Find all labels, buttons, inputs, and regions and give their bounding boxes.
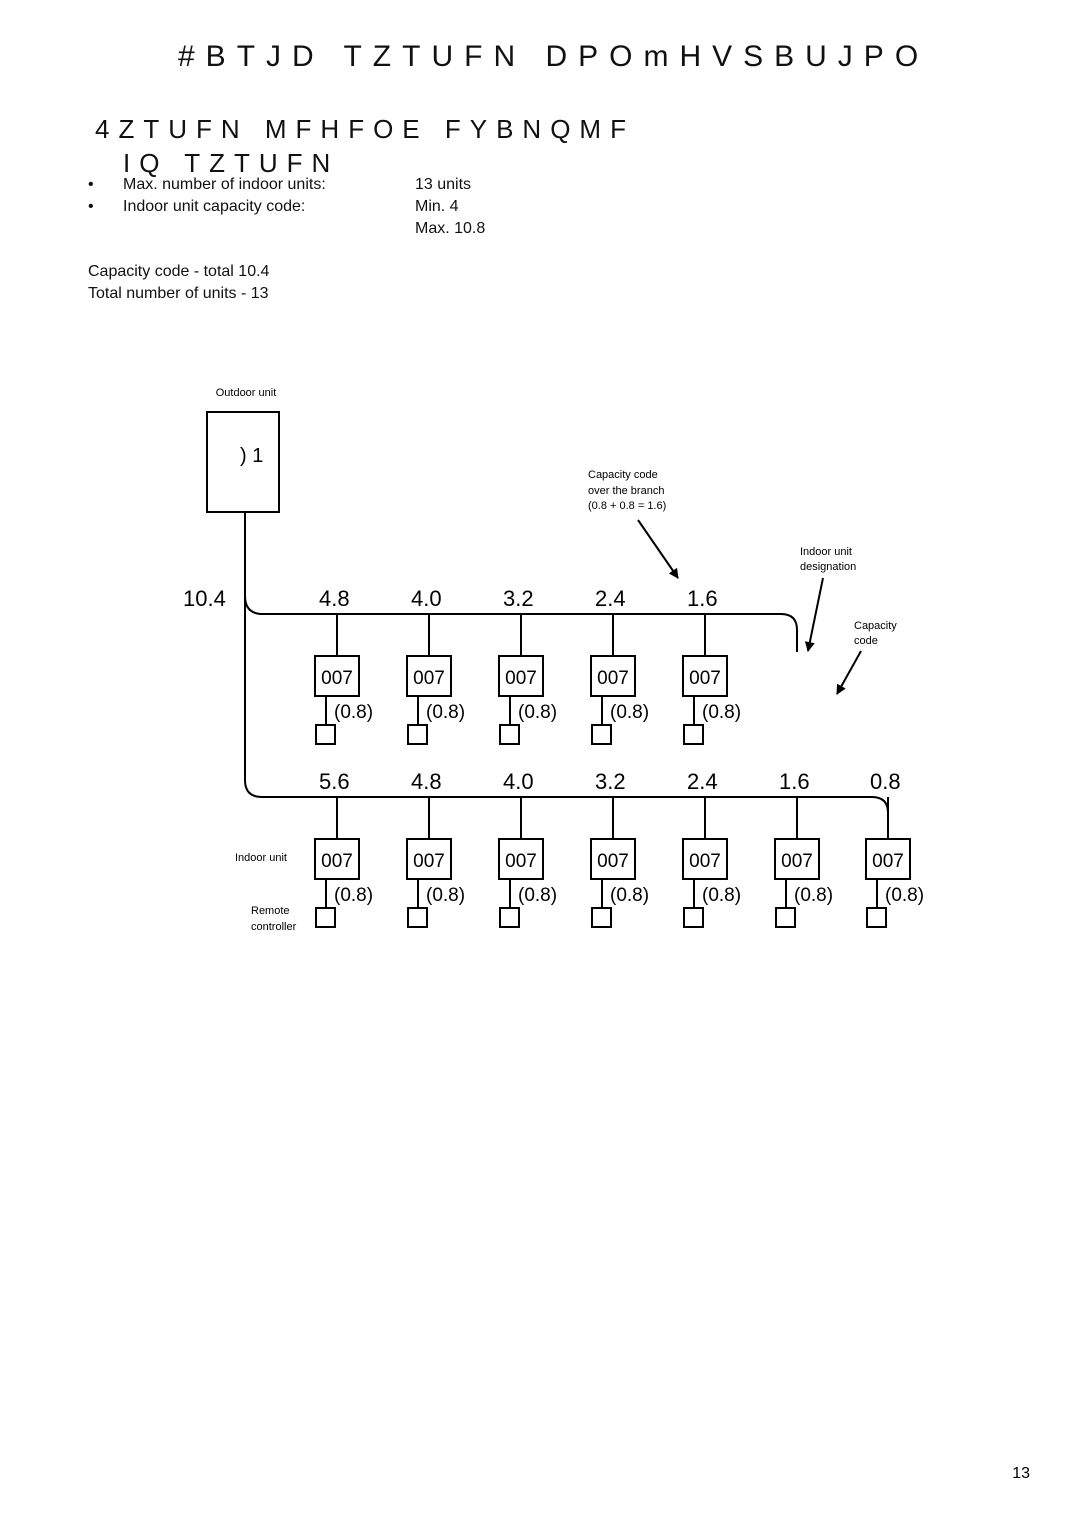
summary-total-code: Capacity code - total 10.4	[88, 263, 270, 280]
indoor-unit-designation: 007	[597, 851, 629, 872]
annotation-text: Indoor unit	[800, 546, 852, 558]
remote-controller	[683, 724, 704, 745]
branch-capacity-code: 3.2	[595, 769, 626, 794]
branch-capacity-code: 2.4	[595, 586, 626, 611]
indoor-unit-label: Indoor unit	[235, 852, 287, 864]
indoor-unit-box	[774, 838, 820, 880]
branch-capacity-code: 4.0	[411, 586, 442, 611]
branch-capacity-code: 1.6	[687, 586, 718, 611]
annotation-text: designation	[800, 561, 856, 573]
remote-controller	[407, 724, 428, 745]
indoor-unit-designation: 007	[413, 851, 445, 872]
capacity-summary: Capacity code - total 10.4 Total number …	[88, 261, 269, 305]
indoor-unit-box	[406, 655, 452, 697]
indoor-unit-designation: 007	[689, 851, 721, 872]
indoor-unit-box	[682, 838, 728, 880]
annotation-text: over the branch	[588, 485, 664, 497]
page-title: #BTJD TZTUFN DPOmHVSBUJPO	[178, 40, 930, 73]
branch-capacity-code: 2.4	[687, 769, 718, 794]
page-number: 13	[1012, 1465, 1030, 1482]
section-heading-line-1: 4ZTUFN MFHFOE FYBNQMF	[95, 114, 635, 144]
indoor-unit-designation: 007	[505, 851, 537, 872]
branch-capacity-code: 0.8	[870, 769, 901, 794]
bullet: •	[88, 198, 94, 215]
unit-capacity-code: (0.8)	[702, 885, 741, 906]
total-capacity-code: 10.4	[183, 586, 226, 611]
indoor-unit-box	[406, 838, 452, 880]
remote-controller	[591, 724, 612, 745]
unit-capacity-code: (0.8)	[794, 885, 833, 906]
indoor-unit-designation: 007	[321, 668, 353, 689]
branch-annotation: Capacity code over the branch (0.8 + 0.8…	[588, 469, 666, 512]
unit-capacity-code: (0.8)	[334, 702, 373, 723]
remote-controller	[407, 907, 428, 928]
outdoor-unit	[206, 411, 280, 513]
indoor-unit-designation: 007	[505, 668, 537, 689]
indoor-unit-designation: 007	[781, 851, 813, 872]
remote-controller	[683, 907, 704, 928]
unit-capacity-code: (0.8)	[702, 702, 741, 723]
bullet: •	[88, 176, 94, 193]
spec-value: Min. 4	[415, 198, 459, 215]
summary-total-units: Total number of units - 13	[88, 285, 269, 302]
designation-annotation: Indoor unit designation	[800, 546, 856, 573]
remote-controller	[866, 907, 887, 928]
branch-capacity-code: 5.6	[319, 769, 350, 794]
unit-capacity-code: (0.8)	[610, 702, 649, 723]
section-heading-line-2: IQ TZTUFN	[123, 148, 340, 178]
unit-capacity-code: (0.8)	[426, 702, 465, 723]
annotation-text: Capacity code	[588, 469, 658, 481]
indoor-unit-box	[314, 838, 360, 880]
indoor-unit-box	[498, 655, 544, 697]
remote-controller	[499, 907, 520, 928]
annotation-text: Capacity	[854, 620, 897, 632]
annotation-text: (0.8 + 0.8 = 1.6)	[588, 500, 666, 512]
branch-capacity-code: 4.0	[503, 769, 534, 794]
spec-value: 13 units	[415, 176, 472, 193]
branch-arrow	[637, 519, 679, 579]
unit-capacity-code: (0.8)	[610, 885, 649, 906]
indoor-unit-designation: 007	[597, 668, 629, 689]
indoor-unit-designation: 007	[872, 851, 904, 872]
branch-capacity-code: 4.8	[411, 769, 442, 794]
outdoor-unit-text: ) 1	[240, 445, 263, 467]
spec-label: Indoor unit capacity code:	[123, 198, 306, 215]
branch-capacity-code: 3.2	[503, 586, 534, 611]
designation-arrow	[804, 577, 824, 652]
remote-controller	[775, 907, 796, 928]
indoor-unit-box	[314, 655, 360, 697]
indoor-unit-box	[590, 838, 636, 880]
spec-label: Max. number of indoor units:	[123, 176, 326, 193]
annotation-text: code	[854, 635, 878, 647]
capacity-annotation: Capacity code	[854, 620, 897, 647]
indoor-unit-designation: 007	[689, 668, 721, 689]
remote-controller	[591, 907, 612, 928]
unit-capacity-code: (0.8)	[518, 702, 557, 723]
spec-value: Max. 10.8	[415, 220, 486, 237]
unit-capacity-code: (0.8)	[518, 885, 557, 906]
branch-capacity-code: 4.8	[319, 586, 350, 611]
unit-capacity-code: (0.8)	[426, 885, 465, 906]
indoor-units: 4.8 007 (0.8) 4.0 007 (0.8) 3.2 007 (0.8) 2.4 007 (…	[314, 586, 924, 928]
remote-controller-label: controller	[251, 921, 297, 933]
indoor-unit-box	[498, 838, 544, 880]
indoor-unit-designation: 007	[321, 851, 353, 872]
indoor-unit-designation: 007	[413, 668, 445, 689]
remote-controller	[499, 724, 520, 745]
unit-capacity-code: (0.8)	[885, 885, 924, 906]
branch-capacity-code: 1.6	[779, 769, 810, 794]
unit-capacity-code: (0.8)	[334, 885, 373, 906]
indoor-unit-box	[682, 655, 728, 697]
remote-controller-label: Remote	[251, 905, 290, 917]
remote-controller	[315, 724, 336, 745]
section-heading: 4ZTUFN MFHFOE FYBNQMF IQ TZTUFN	[95, 112, 635, 180]
remote-controller	[315, 907, 336, 928]
capacity-arrow	[836, 650, 862, 695]
indoor-unit-box	[865, 838, 911, 880]
indoor-unit-box	[590, 655, 636, 697]
upper-branch-pipe	[244, 595, 798, 652]
outdoor-unit-label: Outdoor unit	[216, 387, 277, 399]
